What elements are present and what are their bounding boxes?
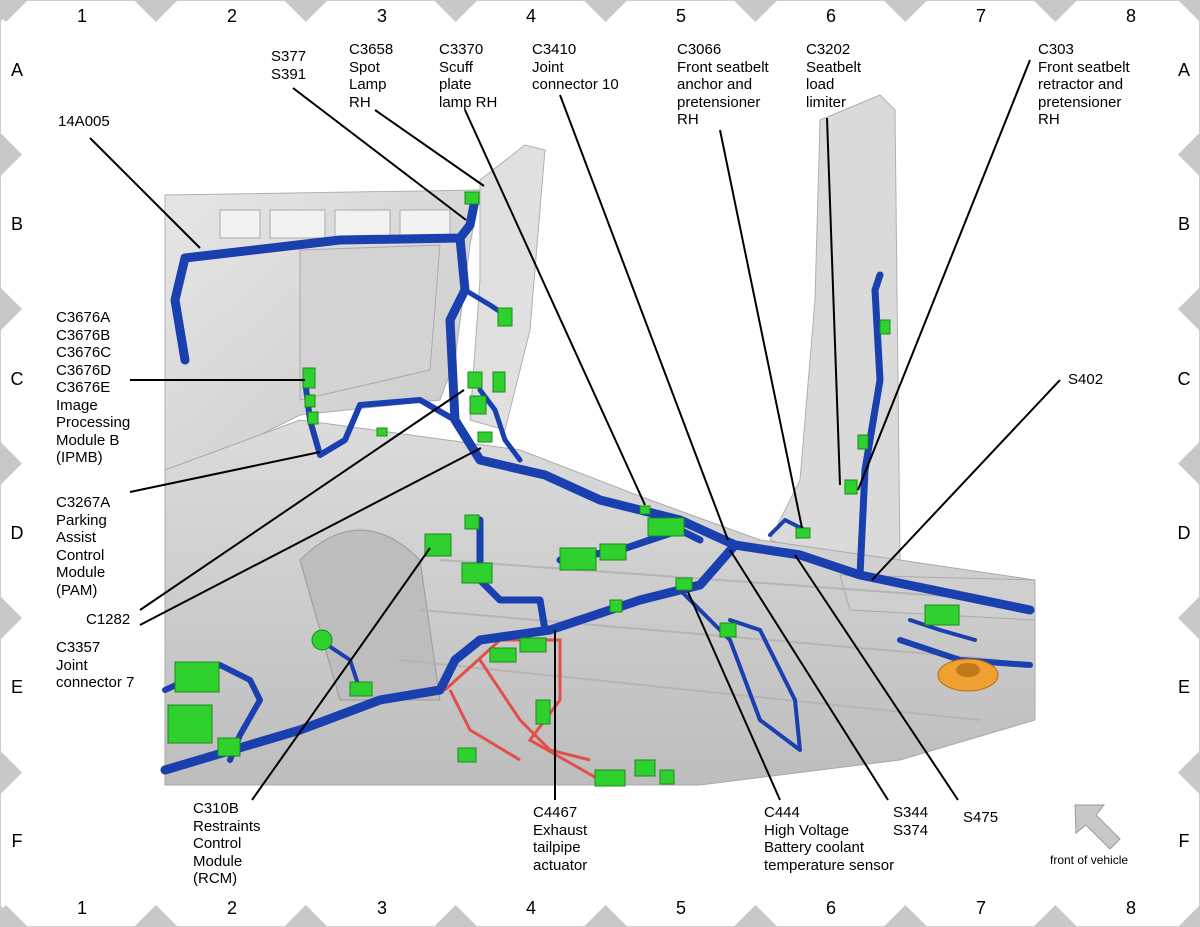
grid-row-e-right: E <box>1177 677 1190 697</box>
border-diamond <box>733 0 778 22</box>
grid-row-b-right: B <box>1177 214 1190 234</box>
border-diamond <box>1178 0 1200 22</box>
label-c310b: C310B Restraints Control Module (RCM) <box>193 800 261 887</box>
front-of-vehicle-arrow <box>1074 804 1121 850</box>
border-diamond <box>883 0 928 22</box>
label-c444: C444 High Voltage Battery coolant temper… <box>764 804 895 874</box>
border-diamond <box>0 441 22 486</box>
grid-col-3-top: 3 <box>376 6 387 26</box>
grid-row-c-right: C <box>1177 369 1191 389</box>
border-diamond <box>883 905 928 927</box>
label-s475: S475 <box>963 809 999 826</box>
leader-lines <box>89 59 1061 801</box>
grid-col-8-top: 8 <box>1125 6 1136 26</box>
border-diamond <box>1178 287 1200 331</box>
front-of-vehicle-label: front of vehicle <box>1050 853 1129 867</box>
border-diamond <box>133 905 178 927</box>
grid-col-5-bottom: 5 <box>675 898 686 918</box>
wiring-harness <box>160 195 1035 775</box>
label-s402: S402 <box>1068 371 1104 388</box>
grid-row-a-right: A <box>1177 60 1190 80</box>
border-diamond <box>1178 132 1200 177</box>
border-diamond <box>1178 750 1200 795</box>
border-diamond <box>1033 905 1078 927</box>
label-s344-s374: S344 S374 <box>893 804 929 839</box>
border-diamond <box>0 750 22 795</box>
grid-col-4-top: 4 <box>525 6 536 26</box>
grid-col-5-top: 5 <box>675 6 686 26</box>
label-c3267a: C3267A Parking Assist Control Module (PA… <box>56 494 111 599</box>
label-c3066: C3066 Front seatbelt anchor and pretensi… <box>677 41 769 128</box>
grid-row-d-left: D <box>10 523 24 543</box>
border-diamond <box>1178 441 1200 486</box>
grid-row-e-left: E <box>10 677 23 697</box>
grid-col-2-top: 2 <box>226 6 237 26</box>
label-c3676: C3676A C3676B C3676C C3676D C3676E Image… <box>56 309 131 466</box>
grid-col-1-top: 1 <box>76 6 87 26</box>
grid-row-d-right: D <box>1177 523 1191 543</box>
grid-col-6-top: 6 <box>825 6 836 26</box>
border-diamond <box>283 0 328 22</box>
border-diamond <box>733 905 778 927</box>
border-diamond <box>0 0 22 22</box>
label-c3658: C3658 Spot Lamp RH <box>349 41 394 111</box>
border-diamond <box>0 905 22 927</box>
grid-row-c-left: C <box>10 369 24 389</box>
grid-row-a-left: A <box>10 60 23 80</box>
grid-row-b-left: B <box>10 214 23 234</box>
grid-col-8-bottom: 8 <box>1125 898 1136 918</box>
grid-col-7-bottom: 7 <box>975 898 986 918</box>
grid-row-f-right: F <box>1178 831 1190 851</box>
border-diamond <box>283 905 328 927</box>
border-diamond <box>1033 0 1078 22</box>
label-c3202: C3202 Seatbelt load limiter <box>806 41 862 111</box>
label-c303: C303 Front seatbelt retractor and preten… <box>1038 41 1130 128</box>
border-diamond <box>0 287 22 331</box>
label-c3370: C3370 Scuff plate lamp RH <box>439 41 498 111</box>
connectors <box>167 191 960 787</box>
border-diamond <box>1178 905 1200 927</box>
grid-col-3-bottom: 3 <box>376 898 387 918</box>
border-diamond <box>133 0 178 22</box>
border-diamond <box>583 905 628 927</box>
grid-row-f-left: F <box>11 831 23 851</box>
border-diamond <box>0 132 22 177</box>
grid-col-2-bottom: 2 <box>226 898 237 918</box>
label-c3357: C3357 Joint connector 7 <box>56 639 135 691</box>
border-diamond <box>433 0 478 22</box>
border-diamond <box>433 905 478 927</box>
border-diamond <box>1178 596 1200 640</box>
label-c3410: C3410 Joint connector 10 <box>532 41 619 93</box>
border-diamond <box>0 596 22 640</box>
grid-col-7-top: 7 <box>975 6 986 26</box>
grid-col-1-bottom: 1 <box>76 898 87 918</box>
border-diamond <box>583 0 628 22</box>
label-c1282: C1282 <box>86 611 131 628</box>
label-c4467: C4467 Exhaust tailpipe actuator <box>533 804 588 874</box>
orange-component <box>937 658 999 692</box>
grid-col-6-bottom: 6 <box>825 898 836 918</box>
label-14a005: 14A005 <box>58 113 110 130</box>
label-s377-s391: S377 S391 <box>271 48 307 83</box>
grid-col-4-bottom: 4 <box>525 898 536 918</box>
